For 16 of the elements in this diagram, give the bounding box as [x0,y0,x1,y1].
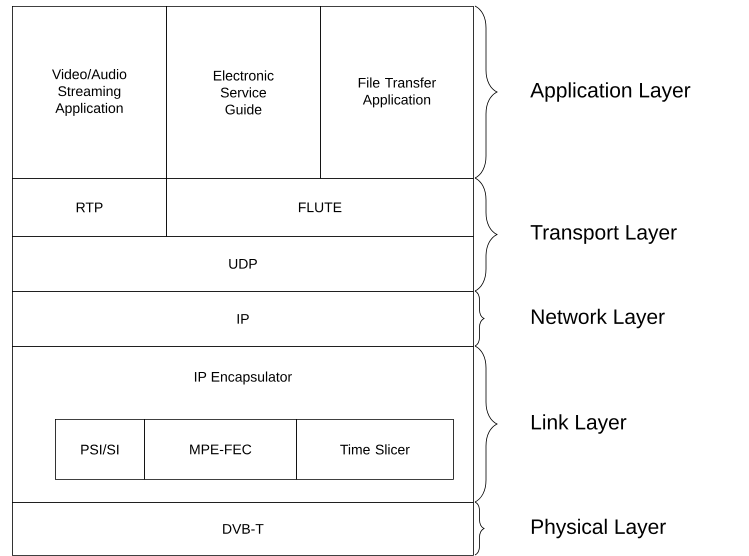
layer-label: Link Layer [532,414,626,434]
protocol-box: FLUTE [166,178,474,237]
layer-label: Network Layer [532,308,665,328]
module-box: Time Slicer [296,419,454,480]
layer-label: Application Layer [530,82,690,102]
layer-label: Transport Layer [530,225,677,244]
protocol-box: File Transfer Application [320,6,474,179]
protocol-box: RTP [12,178,167,237]
layer-label: Physical Layer [532,518,666,538]
module-box: PSI/SI [55,419,145,480]
protocol-box: UDP [12,236,474,292]
protocol-box: IP [12,291,474,347]
protocol-box: Video/Audio Streaming Application [12,6,167,179]
protocol-box: Electronic Service Guide [166,6,321,179]
protocol-box: DVB-T [12,502,474,556]
module-box: MPE-FEC [144,419,297,480]
